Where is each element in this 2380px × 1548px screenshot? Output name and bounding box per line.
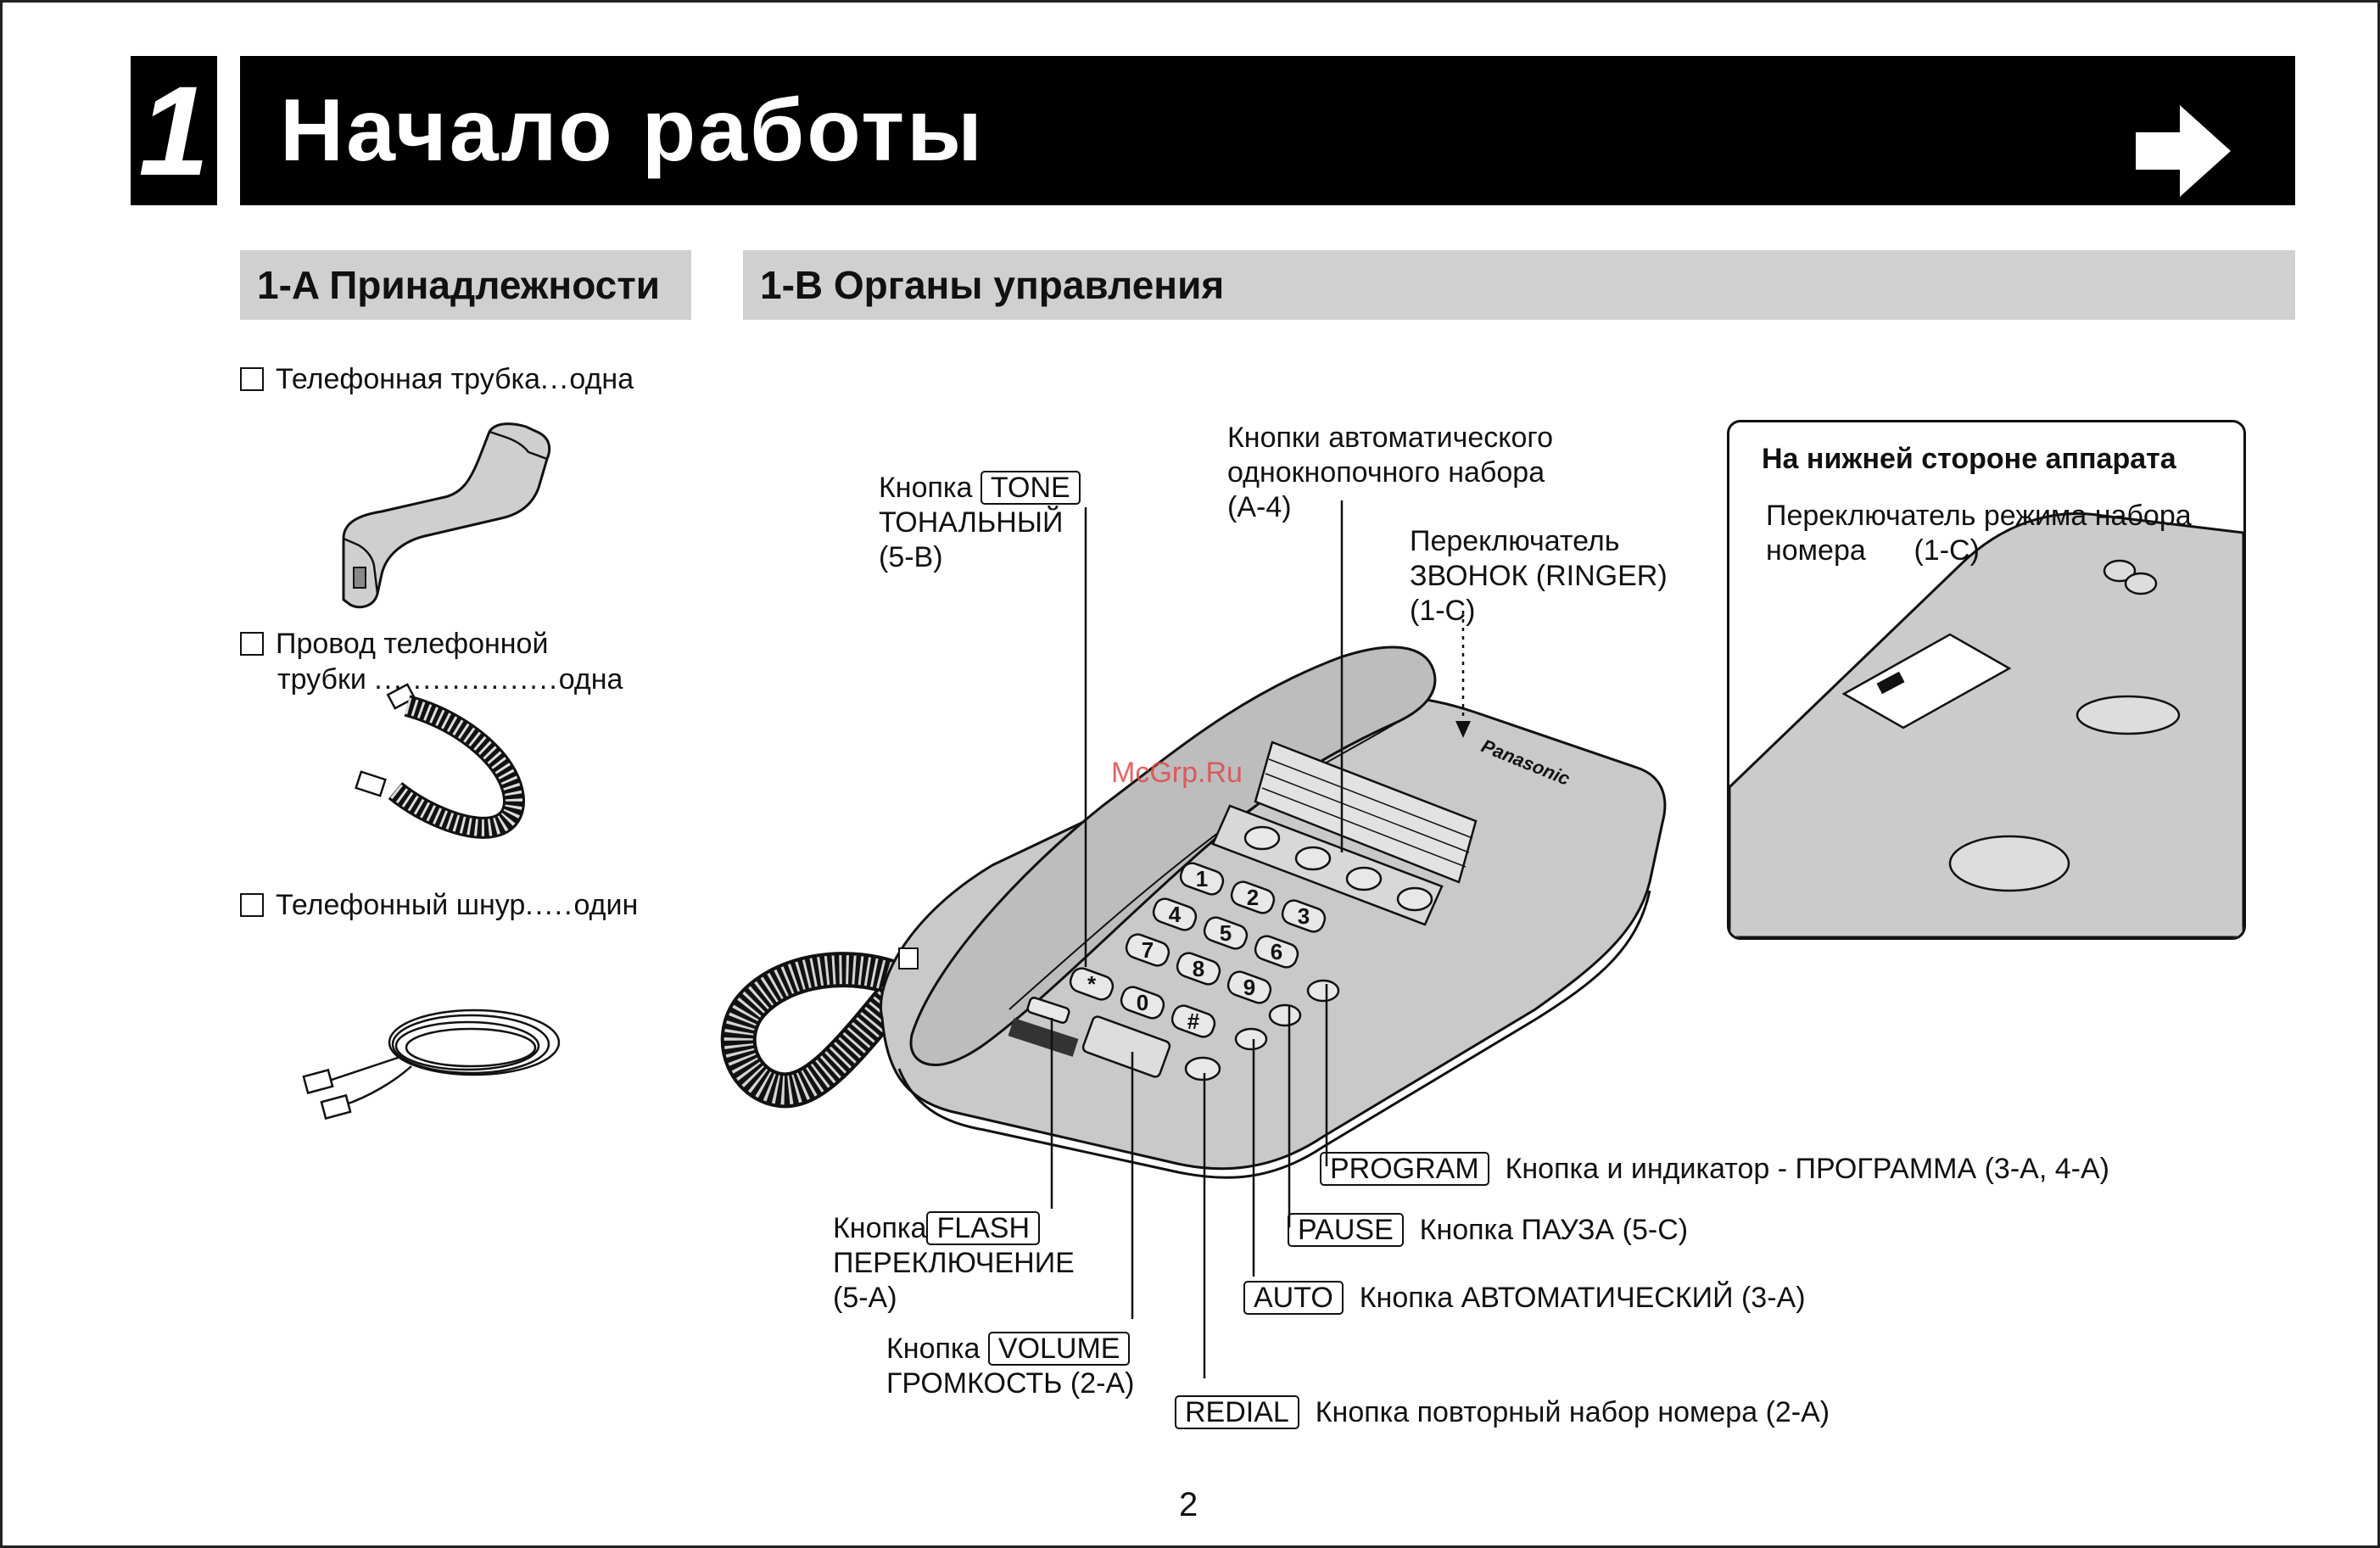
key-hash: #	[1187, 1009, 1200, 1034]
label-redial: REDIAL Кнопка повторный набор номера (2-…	[1175, 1395, 1830, 1430]
checkbox-icon	[240, 632, 264, 656]
key-star: *	[1087, 971, 1097, 997]
coiled-cord-illustration	[355, 683, 525, 839]
key-8: 8	[1193, 956, 1204, 981]
page-number: 2	[1179, 1486, 1198, 1523]
bottom-view-panel	[1727, 420, 2246, 940]
checkbox-icon	[240, 367, 264, 391]
key-5: 5	[1220, 920, 1232, 946]
label-volume: Кнопка VOLUME ГРОМКОСТЬ (2-A)	[886, 1332, 1135, 1400]
auto-key-label: AUTO	[1243, 1281, 1344, 1315]
title-bar	[240, 56, 2295, 205]
key-7: 7	[1142, 937, 1154, 963]
label-one-touch-buttons: Кнопки автоматического однокнопочного на…	[1227, 422, 1553, 523]
label-pause: PAUSE Кнопка ПАУЗА (5-C)	[1288, 1213, 1688, 1248]
section-accessories-header: 1-A Принадлежности	[240, 250, 691, 320]
key-9: 9	[1243, 975, 1255, 1000]
label-program: PROGRAM Кнопка и индикатор - ПРОГРАММА (…	[1320, 1152, 2109, 1187]
tone-key-label: TONE	[980, 471, 1081, 505]
accessory-item-handset: Телефонная трубка...одна	[240, 361, 634, 397]
key-2: 2	[1247, 885, 1259, 910]
page-title: Начало работы	[280, 81, 985, 180]
key-6: 6	[1271, 939, 1282, 964]
label-auto: AUTO Кнопка АВТОМАТИЧЕСКИЙ (3-A)	[1243, 1281, 1806, 1316]
watermark: McGrp.Ru	[1111, 757, 1243, 789]
accessory-item-line-cord: Телефонный шнур.....один	[240, 887, 638, 923]
redial-key-label: REDIAL	[1175, 1395, 1299, 1429]
key-0: 0	[1137, 990, 1148, 1015]
line-cord-illustration	[302, 1009, 561, 1120]
program-key-label: PROGRAM	[1320, 1152, 1489, 1186]
key-4: 4	[1169, 902, 1182, 927]
next-page-arrow-icon	[2136, 105, 2231, 197]
key-1: 1	[1196, 866, 1208, 891]
label-dial-mode-switch: Переключатель режима набора номера (1-C)	[1766, 500, 2192, 567]
section-controls-header: 1-B Органы управления	[743, 250, 2295, 320]
chapter-number: 1	[131, 56, 217, 205]
volume-key-label: VOLUME	[987, 1332, 1131, 1366]
label-tone: Кнопка TONE ТОНАЛЬНЫЙ (5-B)	[879, 471, 1081, 575]
telephone-illustration: Panasonic 1 2 3 4 5	[720, 611, 1667, 1179]
key-3: 3	[1298, 903, 1310, 929]
pause-key-label: PAUSE	[1288, 1213, 1404, 1247]
checkbox-icon	[240, 893, 264, 917]
accessory-item-handset-cord: Провод телефонной трубки ...............…	[240, 626, 623, 697]
label-ringer-switch: Переключатель ЗВОНОК (RINGER) (1-C)	[1410, 525, 1668, 627]
flash-key-label: FLASH	[926, 1211, 1041, 1245]
bottom-view-title: На нижней стороне аппарата	[1762, 443, 2176, 475]
bottom-view-illustration	[1729, 512, 2243, 937]
handset-illustration	[342, 422, 551, 609]
